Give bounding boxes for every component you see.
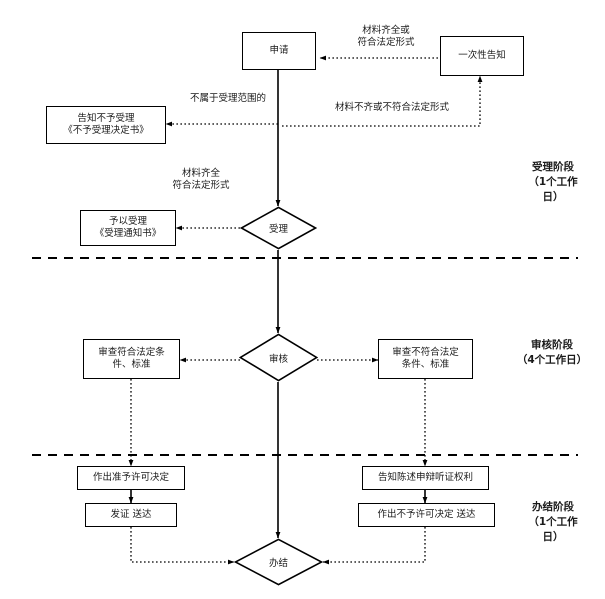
edge-incomplete-to-notice xyxy=(282,75,483,127)
node-reject-acceptance-label: 告知不予受理 《不予受理决定书》 xyxy=(63,113,149,136)
node-review-decision-label: 审核 xyxy=(268,353,288,365)
node-complete-label: 办结 xyxy=(268,558,288,569)
node-acceptance-decision[interactable]: 受理 xyxy=(240,206,317,250)
stage-label-acceptance: 受理阶段 （1个工作 日） xyxy=(528,161,578,204)
node-grant-acceptance[interactable]: 予以受理 《受理通知书》 xyxy=(80,210,176,246)
stage-label-completion: 办结阶段 （1个工作 日） xyxy=(528,501,578,544)
diamond-shape-complete xyxy=(234,538,323,586)
node-apply-label: 申请 xyxy=(269,45,289,57)
edge-label-materials-complete-or-legal: 材料齐全或 符合法定形式 xyxy=(357,25,415,49)
node-notify-rights-label: 告知陈述申辩听证权利 xyxy=(377,472,473,484)
node-complete[interactable]: 办结 xyxy=(234,538,323,586)
node-decision-deny-label: 作出不予许可决定 送达 xyxy=(377,509,476,521)
node-one-time-notice-label: 一次性告知 xyxy=(458,50,506,62)
node-apply[interactable]: 申请 xyxy=(242,32,316,70)
node-decision-deny[interactable]: 作出不予许可决定 送达 xyxy=(358,503,495,527)
stage-label-review: 审核阶段 （4个工作日） xyxy=(516,339,588,367)
edge-label-materials-incomplete: 材料不齐或不符合法定形式 xyxy=(334,102,449,113)
node-issue-deliver[interactable]: 发证 送达 xyxy=(85,503,177,527)
node-review-pass[interactable]: 审查符合法定条 件、标准 xyxy=(83,339,180,379)
node-issue-deliver-label: 发证 送达 xyxy=(110,509,152,521)
edge-deny-to-complete xyxy=(322,527,426,565)
node-acceptance-decision-label: 受理 xyxy=(268,224,288,235)
node-review-pass-label: 审查符合法定条 件、标准 xyxy=(98,347,165,370)
node-review-fail-label: 审查不符合法定 条件、标准 xyxy=(392,347,459,370)
node-grant-acceptance-label: 予以受理 《受理通知书》 xyxy=(94,216,162,239)
node-reject-acceptance[interactable]: 告知不予受理 《不予受理决定书》 xyxy=(46,106,166,144)
node-decision-grant-label: 作出准予许可决定 xyxy=(92,472,169,484)
node-review-decision[interactable]: 审核 xyxy=(239,333,318,382)
node-notify-rights[interactable]: 告知陈述申辩听证权利 xyxy=(362,466,489,490)
edge-issue-to-complete xyxy=(130,527,235,565)
edge-label-not-in-scope: 不属于受理范围的 xyxy=(189,93,266,104)
node-one-time-notice[interactable]: 一次性告知 xyxy=(440,36,524,76)
diamond-shape-acceptance xyxy=(240,206,317,250)
edge-label-materials-complete-legal: 材料齐全 符合法定形式 xyxy=(172,168,230,192)
node-review-fail[interactable]: 审查不符合法定 条件、标准 xyxy=(378,339,473,379)
node-decision-grant[interactable]: 作出准予许可决定 xyxy=(77,466,185,490)
diamond-shape-review xyxy=(239,333,318,382)
